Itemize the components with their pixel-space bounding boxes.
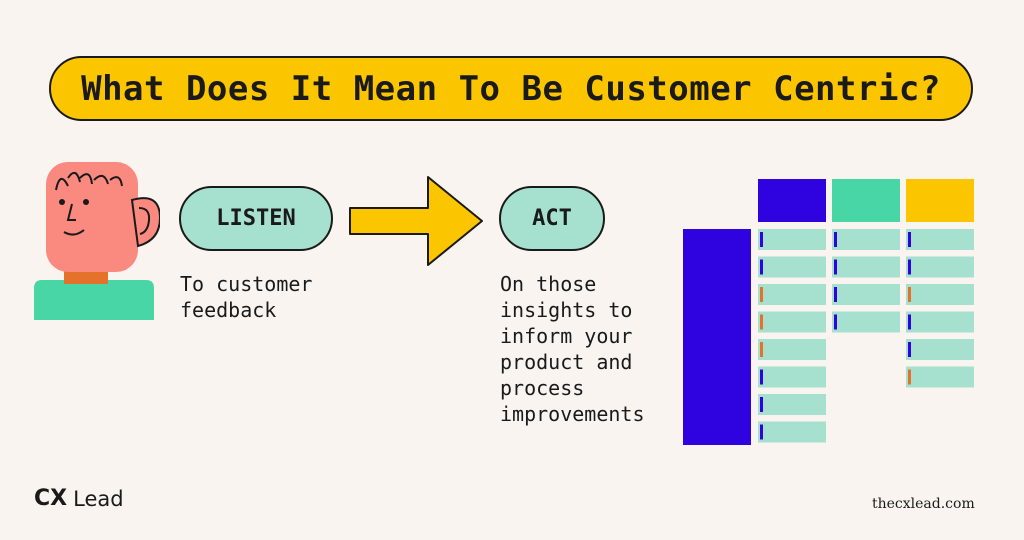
website-url: thecxlead.com	[872, 496, 975, 512]
shirt	[34, 280, 154, 320]
grid-cell-marker	[760, 424, 763, 440]
grid-cell-marker	[908, 342, 911, 357]
grid-cell-marker	[908, 314, 911, 330]
ear	[130, 197, 160, 248]
grid-side-bar	[683, 229, 751, 445]
grid-cell	[758, 229, 826, 250]
act-label: ACT	[532, 206, 572, 231]
grid-cell-marker	[760, 397, 763, 412]
page-title: What Does It Mean To Be Customer Centric…	[81, 68, 941, 109]
title-banner: What Does It Mean To Be Customer Centric…	[49, 56, 973, 121]
grid-cell-marker	[908, 369, 911, 385]
grid-cell-marker	[760, 232, 763, 247]
grid-cell	[758, 366, 826, 388]
eye-right	[83, 199, 89, 205]
grid-cell	[832, 311, 900, 333]
grid-cell	[758, 394, 826, 415]
grid-cell	[906, 284, 974, 305]
ear-inner	[138, 207, 151, 235]
listen-pill: LISTEN	[179, 186, 333, 251]
brand-logo: CX Lead	[34, 486, 124, 511]
person-listening-icon	[34, 162, 160, 320]
nose	[66, 203, 76, 221]
grid-cell-marker	[760, 369, 763, 385]
grid-cell-marker	[908, 232, 911, 247]
grid-cell	[758, 421, 826, 443]
grid-cell-marker	[834, 232, 837, 247]
feedback-grid-icon	[683, 179, 974, 445]
mouth	[63, 229, 85, 236]
grid-cell	[906, 366, 974, 388]
brand-mark: CX	[34, 486, 68, 511]
grid-cell-marker	[760, 259, 763, 275]
grid-cell	[906, 339, 974, 360]
grid-cell	[906, 256, 974, 278]
grid-cell-marker	[834, 314, 837, 330]
right-arrow-icon	[349, 176, 483, 266]
grid-cell-marker	[908, 259, 911, 275]
grid-cell	[832, 256, 900, 278]
head	[46, 162, 138, 272]
grid-cell	[758, 311, 826, 333]
grid-cell	[906, 311, 974, 333]
grid-header-yellow	[906, 179, 974, 222]
grid-cell	[758, 339, 826, 360]
act-pill: ACT	[499, 186, 605, 251]
act-description: On those insights to inform your product…	[500, 272, 645, 426]
listen-label: LISTEN	[216, 206, 296, 231]
grid-cell	[758, 284, 826, 305]
grid-cell	[832, 229, 900, 250]
grid-cell-marker	[908, 287, 911, 302]
grid-header-green	[832, 179, 900, 222]
eye-left	[59, 199, 65, 205]
grid-cell-marker	[834, 287, 837, 302]
brand-name: Lead	[73, 486, 124, 511]
grid-cell	[906, 229, 974, 250]
grid-cell	[832, 284, 900, 305]
grid-cell-marker	[760, 314, 763, 330]
listen-description: To customer feedback	[180, 272, 313, 322]
grid-rows	[758, 229, 974, 443]
grid-cell-marker	[834, 259, 837, 275]
hair	[55, 171, 123, 191]
grid-cell-marker	[760, 287, 763, 302]
grid-cell	[758, 256, 826, 278]
grid-header-blue	[758, 179, 826, 222]
grid-cell-marker	[760, 342, 763, 357]
